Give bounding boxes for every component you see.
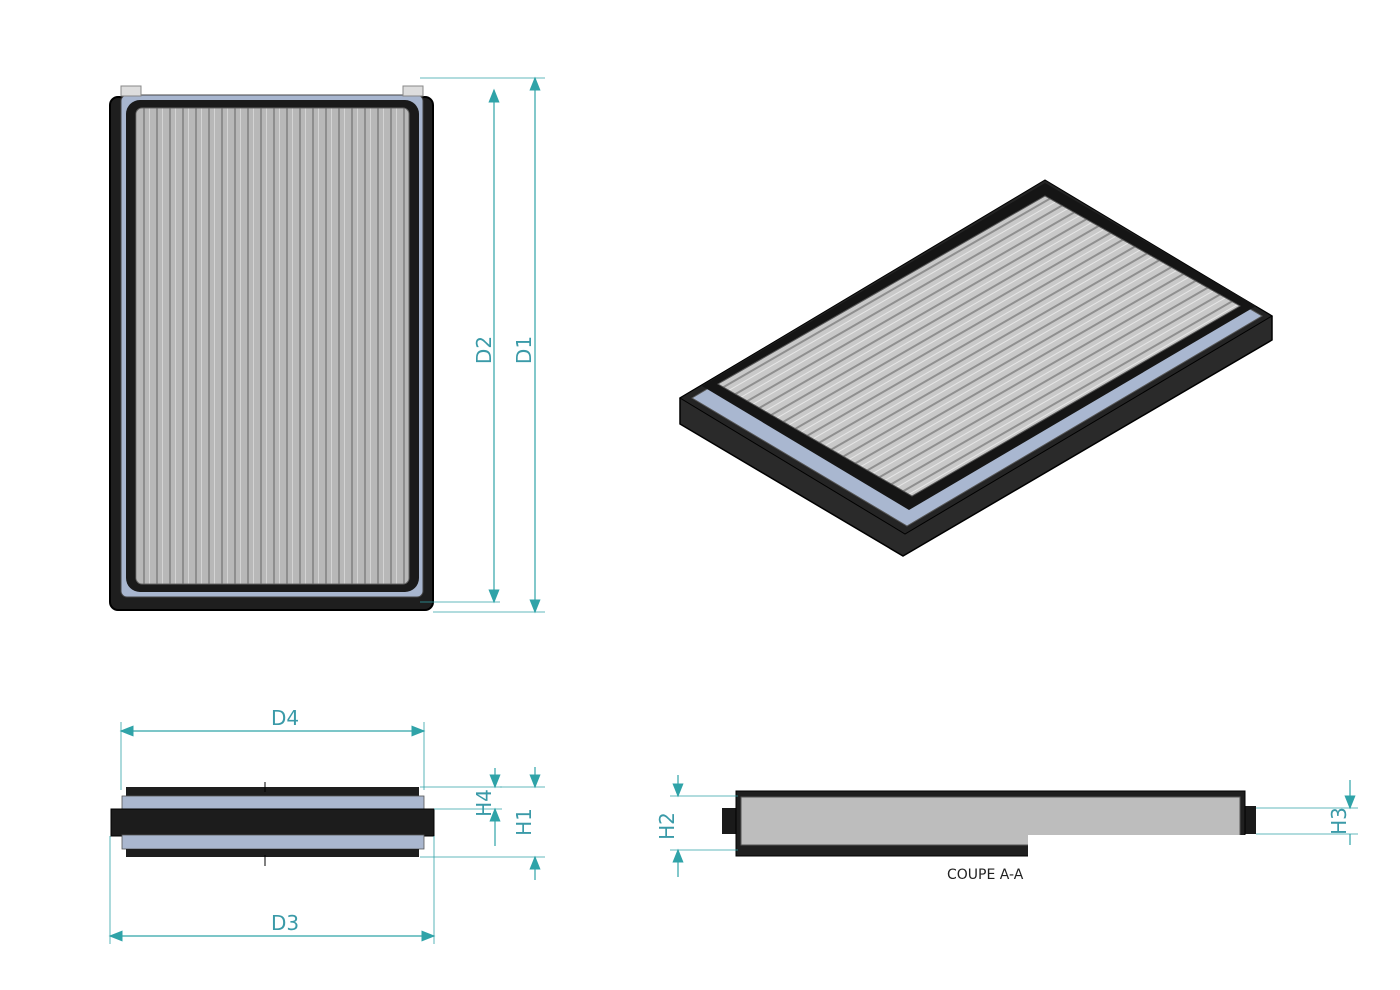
dimension-label-d1: D1 <box>512 336 536 364</box>
iso-filter-media <box>716 195 1242 497</box>
front-view-bottom-spacer <box>121 834 425 850</box>
front-view-bottom-frame <box>126 849 419 857</box>
section-view-left-lug <box>722 808 737 834</box>
dimension-d2 <box>420 88 500 604</box>
dimension-h2 <box>670 775 738 877</box>
top-view-filter-media <box>135 107 410 585</box>
isometric-view <box>679 179 1273 557</box>
dimension-d1 <box>420 76 545 614</box>
front-view-top-frame <box>126 787 419 796</box>
top-view-corner-tr <box>402 85 424 97</box>
dimension-label-h3: H3 <box>1327 807 1351 835</box>
dimension-label-d4: D4 <box>271 706 299 730</box>
section-view-right-lug <box>1243 806 1256 834</box>
front-view <box>110 782 435 866</box>
dimension-h3 <box>1256 780 1358 845</box>
dimension-h1 <box>420 767 545 880</box>
dimension-label-h1: H1 <box>512 808 536 836</box>
top-view-corner-tl <box>120 85 142 97</box>
dimension-label-h4: H4 <box>472 789 496 817</box>
section-caption: COUPE A-A <box>947 867 1024 883</box>
dimension-label-h2: H2 <box>655 812 679 840</box>
dimension-label-d2: D2 <box>472 336 496 364</box>
dimension-d3 <box>108 836 436 944</box>
dimension-d4 <box>119 722 426 790</box>
section-view-cut-mask <box>1028 835 1288 875</box>
top-view <box>109 85 434 611</box>
front-view-top-spacer <box>121 795 425 811</box>
dimension-h4 <box>420 768 502 846</box>
dimension-label-d3: D3 <box>271 911 299 935</box>
front-view-body <box>110 808 435 837</box>
section-view <box>722 790 1288 875</box>
